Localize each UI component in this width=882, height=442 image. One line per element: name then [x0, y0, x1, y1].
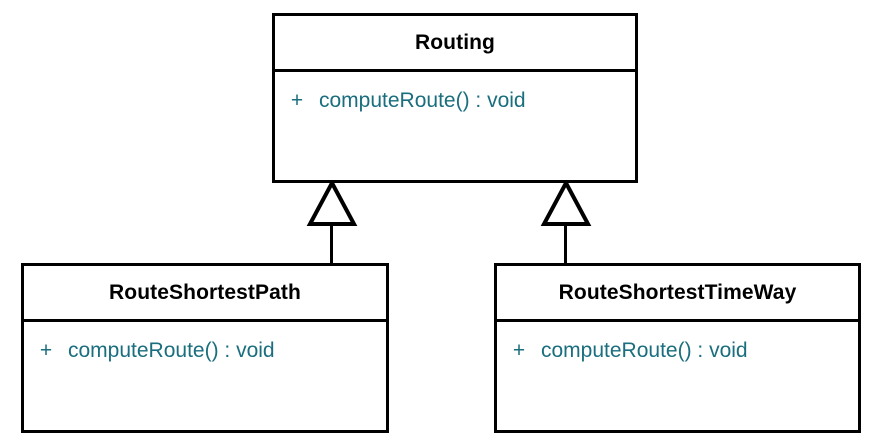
- member-signature: computeRoute() : void: [68, 339, 275, 362]
- uml-class-name-routeshortesttimeway: RouteShortestTimeWay: [497, 266, 858, 322]
- visibility-marker: +: [39, 339, 53, 362]
- uml-member-row[interactable]: + computeRoute() : void: [24, 336, 386, 366]
- uml-class-name-routing: Routing: [275, 16, 635, 72]
- hollow-triangle-arrowhead-right: [540, 178, 592, 226]
- visibility-marker: +: [290, 89, 304, 112]
- generalization-line-left: [330, 223, 333, 265]
- uml-members-routeshortestpath: + computeRoute() : void: [24, 322, 386, 366]
- member-signature: computeRoute() : void: [541, 339, 748, 362]
- uml-class-name-routeshortestpath: RouteShortestPath: [24, 266, 386, 322]
- uml-member-row[interactable]: + computeRoute() : void: [275, 86, 635, 116]
- uml-member-row[interactable]: + computeRoute() : void: [497, 336, 858, 366]
- uml-class-routeshortestpath[interactable]: RouteShortestPath + computeRoute() : voi…: [21, 263, 389, 433]
- hollow-triangle-arrowhead-left: [306, 178, 358, 226]
- uml-members-routing: + computeRoute() : void: [275, 72, 635, 116]
- member-signature: computeRoute() : void: [319, 89, 526, 112]
- uml-class-routeshortesttimeway[interactable]: RouteShortestTimeWay + computeRoute() : …: [494, 263, 861, 433]
- visibility-marker: +: [512, 339, 526, 362]
- uml-members-routeshortesttimeway: + computeRoute() : void: [497, 322, 858, 366]
- uml-class-routing[interactable]: Routing + computeRoute() : void: [272, 13, 638, 183]
- generalization-line-right: [564, 223, 567, 265]
